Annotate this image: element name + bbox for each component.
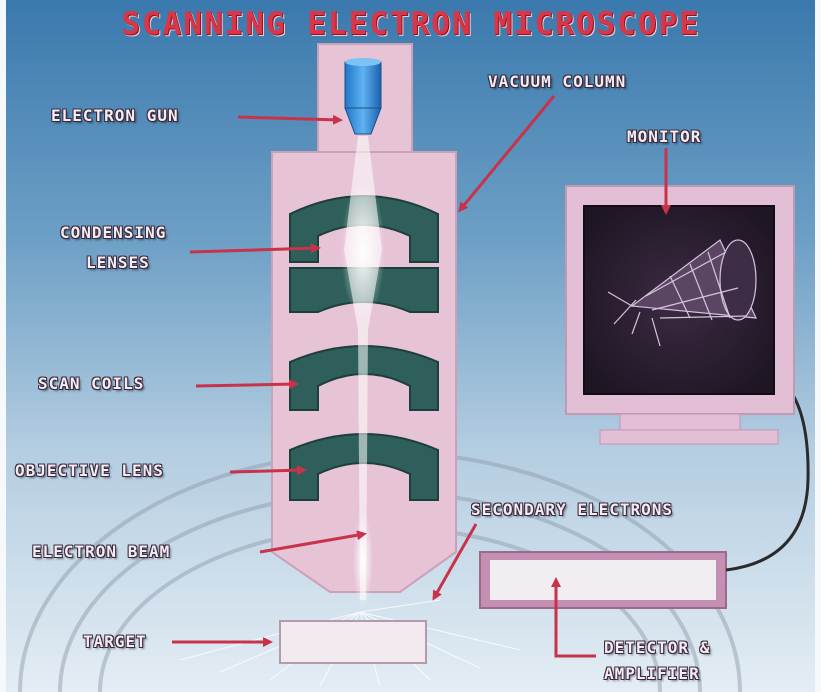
monitor: [566, 186, 794, 444]
label-detector-1: DETECTOR &: [604, 638, 710, 658]
label-objective-lens: OBJECTIVE LENS: [15, 461, 164, 481]
label-detector-2: AMPLIFIER: [604, 664, 700, 684]
electron-gun: [345, 58, 381, 134]
label-scan-coils: SCAN COILS: [38, 374, 144, 394]
diagram-title: SCANNING ELECTRON MICROSCOPE: [0, 6, 821, 42]
label-vacuum-column: VACUUM COLUMN: [488, 72, 626, 92]
label-electron-gun: ELECTRON GUN: [51, 106, 179, 126]
label-monitor: MONITOR: [627, 127, 701, 147]
label-condensing-1: CONDENSING: [60, 223, 166, 243]
target-specimen: [280, 621, 426, 663]
detector-amplifier: [490, 560, 716, 600]
label-target: TARGET: [83, 632, 147, 652]
label-electron-beam: ELECTRON BEAM: [32, 542, 170, 562]
label-condensing-2: LENSES: [86, 253, 150, 273]
label-secondary-electrons: SECONDARY ELECTRONS: [471, 500, 673, 520]
